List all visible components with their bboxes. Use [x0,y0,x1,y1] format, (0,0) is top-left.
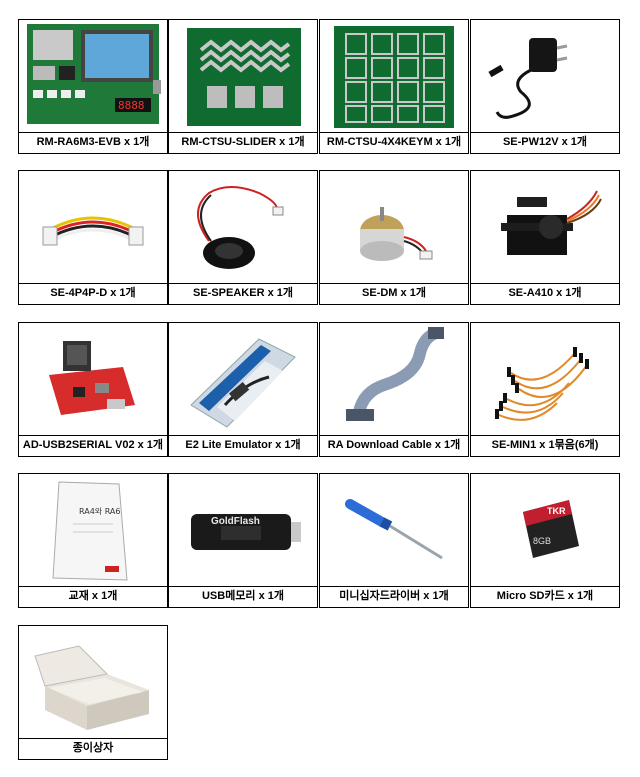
power-adapter-icon [471,20,619,133]
slider-board-icon [169,20,317,133]
ribbon-cable-icon [320,323,468,436]
item-label: Micro SD카드 x 1개 [471,586,619,607]
item-label: SE-MIN1 x 1묶음(6개) [471,435,619,456]
item-cell: SE-SPEAKER x 1개 [168,170,318,305]
sd-card-icon: TKR 8GB [471,474,619,587]
item-label: 종이상자 [19,738,167,759]
item-label: RM-CTSU-SLIDER x 1개 [169,132,317,153]
item-label: SE-PW12V x 1개 [471,132,619,153]
paper-box-icon [19,626,167,739]
item-label: AD-USB2SERIAL V02 x 1개 [19,435,167,456]
textbook-icon: RA4와 RA6 [19,474,167,587]
item-cell: SE-DM x 1개 [319,170,469,305]
servo-icon [471,171,619,284]
item-cell: SE-A410 x 1개 [470,170,620,305]
item-label: SE-A410 x 1개 [471,283,619,304]
sd-card-capacity: 8GB [533,536,551,546]
usb-brand: GoldFlash [211,516,260,527]
item-label: USB메모리 x 1개 [169,586,317,607]
item-label: RA Download Cable x 1개 [320,435,468,456]
evaluation-board-icon: 8888 [19,20,167,133]
speaker-icon [169,171,317,284]
item-cell: RM-CTSU-SLIDER x 1개 [168,19,318,154]
item-cell: SE-MIN1 x 1묶음(6개) [470,322,620,457]
item-label: SE-4P4P-D x 1개 [19,283,167,304]
item-label: RM-CTSU-4X4KEYM x 1개 [320,132,468,153]
item-label: SE-DM x 1개 [320,283,468,304]
dc-motor-icon [320,171,468,284]
item-cell: SE-4P4P-D x 1개 [18,170,168,305]
item-label: SE-SPEAKER x 1개 [169,283,317,304]
item-cell: 종이상자 [18,625,168,760]
sd-card-brand: TKR [547,506,566,516]
item-cell: TKR 8GB Micro SD카드 x 1개 [470,473,620,608]
screwdriver-icon [320,474,468,587]
item-cell: RA4와 RA6 교재 x 1개 [18,473,168,608]
item-cell: E2 Lite Emulator x 1개 [168,322,318,457]
item-label: RM-RA6M3-EVB x 1개 [19,132,167,153]
item-label: 교재 x 1개 [19,586,167,607]
emulator-package-icon [169,323,317,436]
item-label: E2 Lite Emulator x 1개 [169,435,317,456]
usb-drive-icon: GoldFlash [169,474,317,587]
item-cell: RM-CTSU-4X4KEYM x 1개 [319,19,469,154]
item-cell: SE-PW12V x 1개 [470,19,620,154]
cable-icon [19,171,167,284]
item-cell: RA Download Cable x 1개 [319,322,469,457]
item-cell: 8888 RM-RA6M3-EVB x 1개 [18,19,168,154]
item-label: 미니십자드라이버 x 1개 [320,586,468,607]
jumper-wires-icon [471,323,619,436]
svg-text:8888: 8888 [118,99,145,112]
item-cell: 미니십자드라이버 x 1개 [319,473,469,608]
usb-serial-adapter-icon [19,323,167,436]
item-cell: AD-USB2SERIAL V02 x 1개 [18,322,168,457]
item-cell: GoldFlash USB메모리 x 1개 [168,473,318,608]
keypad-board-icon [320,20,468,133]
textbook-title: RA4와 RA6 [79,506,121,516]
